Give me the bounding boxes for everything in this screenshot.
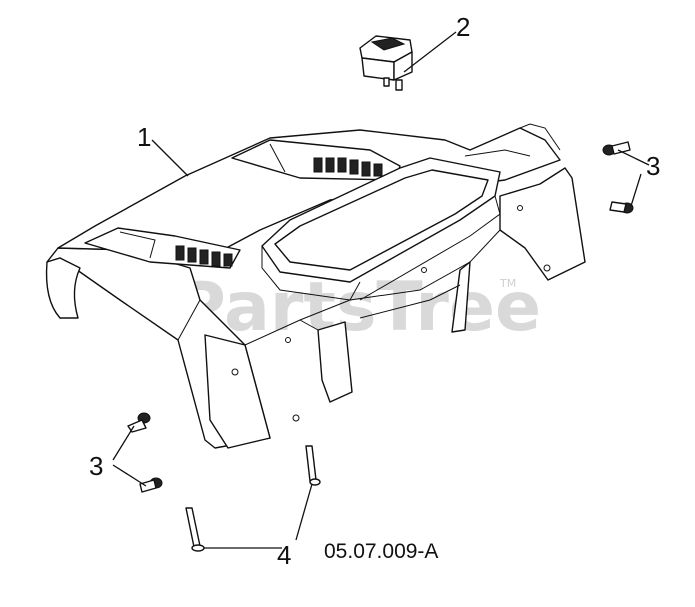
part-3-screws-right	[602, 141, 634, 214]
callout-3-right: 3	[646, 151, 660, 181]
callout-4: 4	[277, 540, 291, 570]
leader-lines	[112, 31, 650, 549]
watermark-trademark: TM	[499, 277, 516, 290]
part-1-console-housing	[45, 123, 586, 449]
callout-2: 2	[456, 12, 470, 42]
left-vent-louvres	[175, 245, 233, 267]
callouts: 1 2 3 3 4	[89, 12, 660, 570]
diagram-code: 05.07.009-A	[324, 540, 438, 563]
watermark: PartsTree TM	[176, 268, 541, 347]
callout-1: 1	[137, 122, 151, 152]
part-3-screws-left	[127, 412, 163, 493]
callout-3-left: 3	[89, 451, 103, 481]
part-4-pins	[185, 445, 321, 552]
watermark-text: PartsTree	[176, 268, 541, 347]
part-2-switch	[359, 35, 413, 91]
rear-vent-louvres	[313, 157, 383, 177]
